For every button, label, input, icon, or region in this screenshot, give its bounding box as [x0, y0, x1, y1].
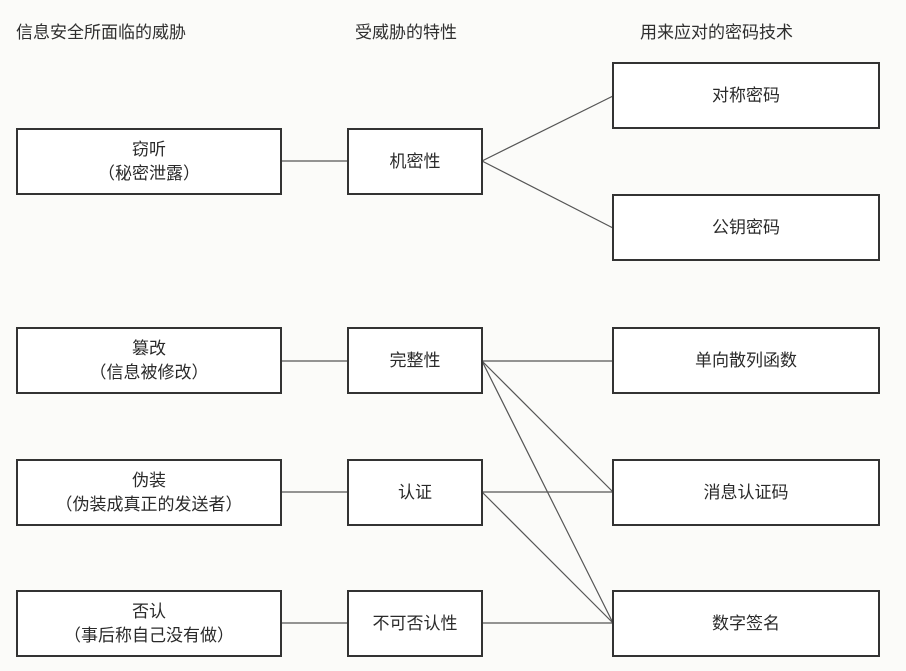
threat-detail: （伪装成真正的发送者）: [55, 494, 243, 515]
technique-box-hash-function: 单向散列函数: [612, 327, 880, 394]
property-box-confidentiality: 机密性: [347, 128, 483, 195]
technique-label: 单向散列函数: [695, 350, 797, 371]
technique-box-public-key-cipher: 公钥密码: [612, 194, 880, 261]
threat-title: 篡改: [132, 338, 166, 359]
property-label: 机密性: [389, 151, 441, 172]
header-properties: 受威胁的特性: [355, 23, 457, 43]
threat-title: 窃听: [132, 139, 166, 160]
threat-box-eavesdrop: 窃听 （秘密泄露）: [16, 128, 282, 195]
header-threats: 信息安全所面临的威胁: [16, 23, 186, 43]
threat-box-tamper: 篡改 （信息被修改）: [16, 327, 282, 394]
threat-detail: （秘密泄露）: [98, 163, 200, 184]
connector-confidentiality-symmetric: [481, 95, 614, 162]
technique-box-mac: 消息认证码: [612, 459, 880, 526]
threat-title: 否认: [132, 601, 166, 622]
threat-box-deny: 否认 （事后称自己没有做）: [16, 590, 282, 657]
property-label: 完整性: [389, 350, 441, 371]
header-techniques: 用来应对的密码技术: [640, 23, 793, 43]
technique-label: 对称密码: [712, 85, 780, 106]
connector-integrity-mac: [481, 360, 614, 493]
threat-title: 伪装: [132, 470, 166, 491]
technique-label: 数字签名: [712, 613, 780, 634]
property-box-authentication: 认证: [347, 459, 483, 526]
threat-detail: （信息被修改）: [89, 362, 209, 383]
technique-label: 消息认证码: [703, 482, 789, 503]
technique-box-symmetric-cipher: 对称密码: [612, 62, 880, 129]
technique-box-digital-signature: 数字签名: [612, 590, 880, 657]
property-label: 认证: [398, 482, 432, 503]
threat-detail: （事后称自己没有做）: [64, 625, 234, 646]
property-box-integrity: 完整性: [347, 327, 483, 394]
property-label: 不可否认性: [372, 613, 458, 634]
connector-authentication-signature: [481, 491, 614, 624]
threat-box-spoof: 伪装 （伪装成真正的发送者）: [16, 459, 282, 526]
property-box-nonrepudiation: 不可否认性: [347, 590, 483, 657]
connector-confidentiality-publickey: [481, 160, 614, 229]
technique-label: 公钥密码: [712, 217, 780, 238]
